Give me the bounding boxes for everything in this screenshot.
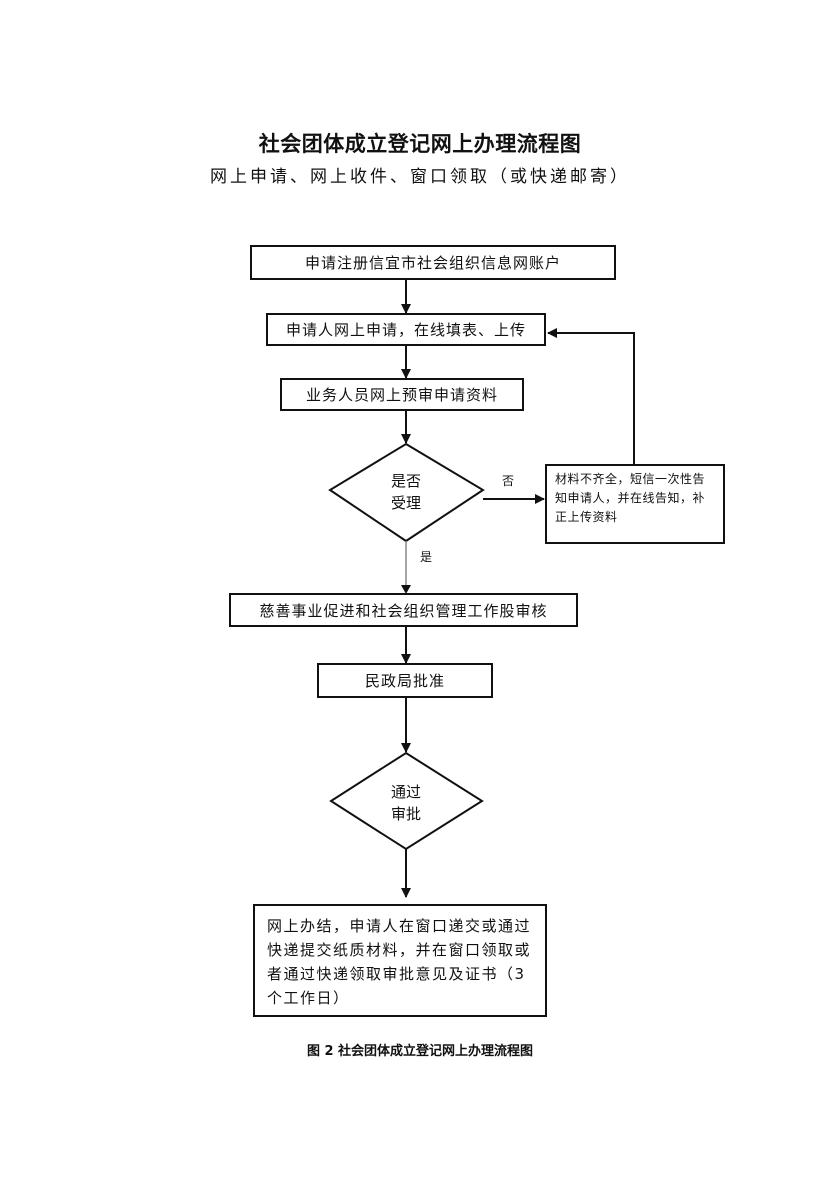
final-step-box: 网上办结，申请人在窗口递交或通过快递提交纸质材料，并在窗口领取或者通过快递领取审…	[253, 904, 547, 1017]
decision-accept-label: 是否 受理	[376, 470, 436, 514]
decision-accept-line2: 受理	[390, 494, 421, 512]
arrow-loop-back	[547, 328, 635, 464]
decision-approve-label: 通过 审批	[376, 781, 436, 825]
step-section-review: 慈善事业促进和社会组织管理工作股审核	[229, 593, 578, 627]
figure-caption: 图 2 社会团体成立登记网上办理流程图	[306, 1044, 534, 1059]
page-subtitle: 网上申请、网上收件、窗口领取（或快递邮寄）	[210, 167, 630, 187]
decision-accept-line1: 是否	[390, 472, 421, 490]
decision-approve-line2: 审批	[390, 805, 421, 823]
step-register-account: 申请注册信宜市社会组织信息网账户	[250, 245, 616, 280]
page-title: 社会团体成立登记网上办理流程图	[258, 132, 582, 156]
yes-label: 是	[420, 550, 433, 564]
step-online-apply: 申请人网上申请，在线填表、上传	[266, 313, 546, 346]
step-pre-review: 业务人员网上预审申请资料	[280, 378, 524, 411]
decision-approve-line1: 通过	[390, 783, 421, 801]
no-label: 否	[502, 474, 515, 488]
reject-note-box: 材料不齐全，短信一次性告知申请人，并在线告知，补正上传资料	[545, 464, 725, 544]
step-bureau-approve: 民政局批准	[317, 663, 493, 698]
